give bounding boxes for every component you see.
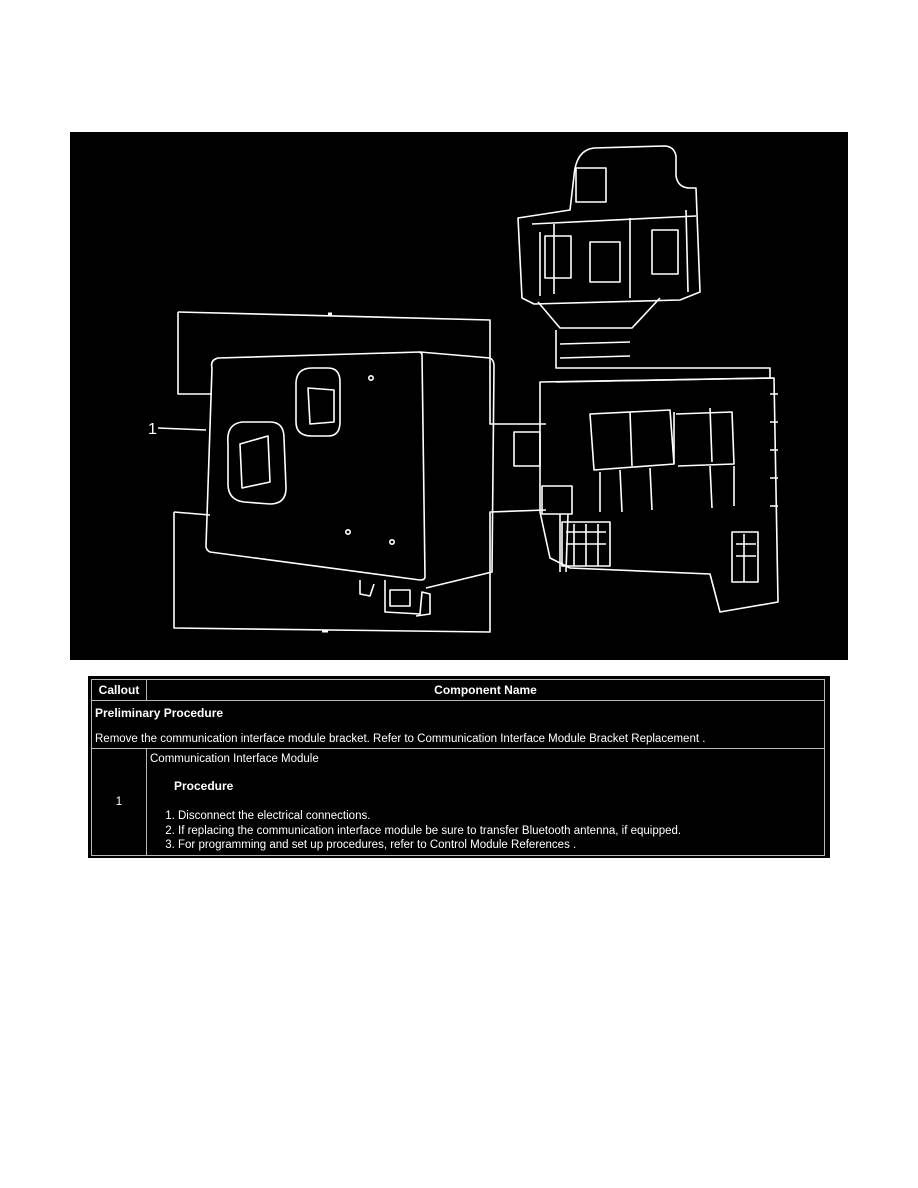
callout-number: 1 [91,748,147,856]
table-row: 1 Communication Interface Module Procedu… [91,748,825,856]
component-table: Callout Component Name Preliminary Proce… [88,676,830,858]
preliminary-row: Preliminary Procedure Remove the communi… [91,700,825,749]
procedure-step: For programming and set up procedures, r… [178,838,824,853]
procedure-steps: Disconnect the electrical connections. I… [150,809,824,853]
header-callout: Callout [91,679,147,701]
procedure-title: Procedure [174,779,234,793]
procedure-step: Disconnect the electrical connections. [178,809,824,824]
preliminary-title: Preliminary Procedure [95,706,224,720]
procedure-step: If replacing the communication interface… [178,824,824,839]
component-name: Communication Interface Module [150,753,319,765]
header-component-name: Component Name [146,679,825,701]
component-illustration: 1 [70,132,848,660]
preliminary-text: Remove the communication interface modul… [95,733,706,745]
callout-1-label: 1 [148,421,157,438]
